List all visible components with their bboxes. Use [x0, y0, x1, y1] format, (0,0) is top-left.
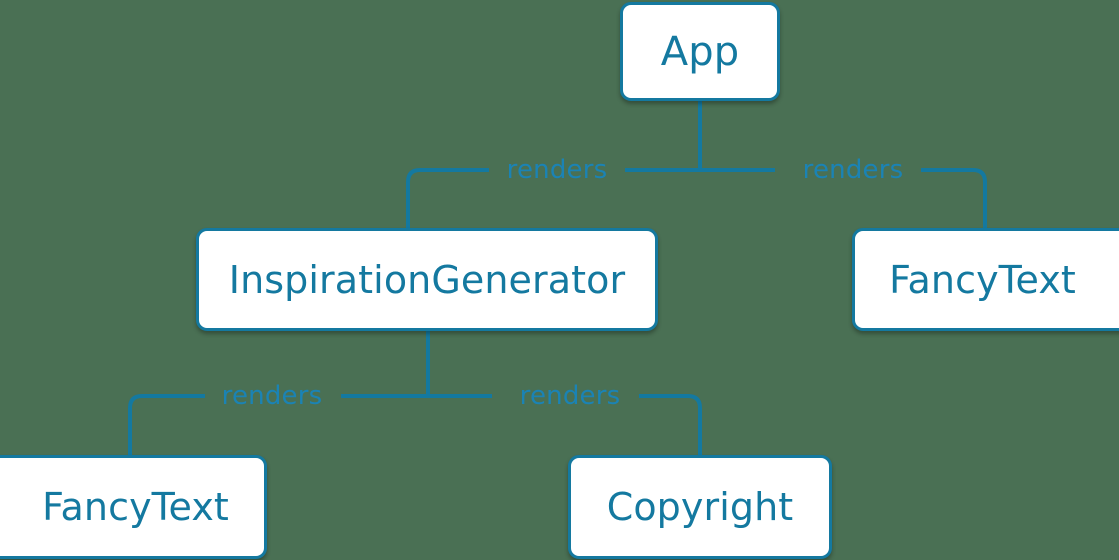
node-copyright-label: Copyright: [606, 485, 794, 529]
node-fancytext-bottom[interactable]: FancyText: [0, 455, 267, 559]
node-app[interactable]: App: [620, 2, 780, 101]
node-inspiration-generator-label: InspirationGenerator: [228, 257, 626, 302]
edge-label-ig-fancytext: renders: [221, 381, 323, 411]
edge-app-inspiration-drop: [406, 168, 421, 228]
node-fancytext-right[interactable]: FancyText: [852, 228, 1119, 331]
node-copyright[interactable]: Copyright: [568, 455, 832, 559]
edge-label-app-inspiration: renders: [506, 155, 608, 185]
edge-ig-fancytext-drop: [128, 394, 143, 455]
node-app-label: App: [660, 28, 740, 75]
edge-label-app-fancytext: renders: [802, 155, 904, 185]
edge-label-ig-copyright: renders: [519, 381, 621, 411]
edge-ig-copyright-drop: [687, 394, 702, 455]
node-fancytext-right-label: FancyText: [889, 257, 1076, 302]
edge-app-fancytext-drop: [972, 168, 987, 228]
node-inspiration-generator[interactable]: InspirationGenerator: [196, 228, 658, 331]
node-fancytext-bottom-label: FancyText: [42, 485, 229, 529]
